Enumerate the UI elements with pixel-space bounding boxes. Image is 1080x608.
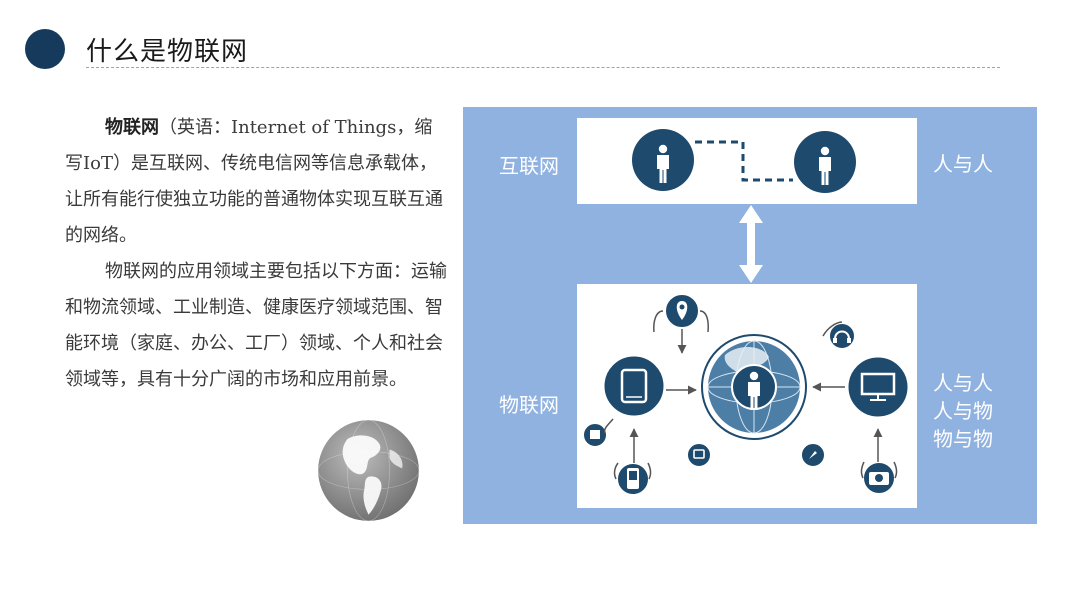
chip-icon [582,422,608,448]
cart-icon [686,442,712,468]
definition-paragraph: 物联网（英语：Internet of Things，缩写IoT）是互联网、传统电… [65,110,450,254]
central-globe-icon [701,334,807,440]
applications-paragraph: 物联网的应用领域主要包括以下方面：运输和物流领域、工业制造、健康医疗领域范围、智… [65,261,447,390]
title-bullet [25,29,65,69]
internet-label: 互联网 [499,154,559,178]
person-node-right [794,131,856,193]
title-divider [86,67,1000,68]
connection-dashed [695,140,793,182]
person-node-left [632,129,694,191]
iot-relation-2: 人与物 [933,399,993,423]
compass-icon [800,442,826,468]
location-pin-icon [664,293,700,329]
double-arrow-icon [739,205,763,283]
camera-icon [862,461,896,495]
globe-icon [317,419,420,522]
term-highlight: 物联网 [105,117,159,138]
internet-relation-label: 人与人 [933,152,993,176]
definition-text: （英语：Internet of Things，缩写IoT）是互联网、传统电信网等… [65,117,443,246]
headphones-icon [828,322,856,350]
iot-label: 物联网 [499,393,559,417]
iot-diagram [582,129,911,496]
intro-text: 物联网（英语：Internet of Things，缩写IoT）是互联网、传统电… [65,110,450,398]
iot-diagram-panel: 互联网 人与人 物联网 人与人 人与物 物与物 [463,107,1037,524]
connector-lines [603,310,898,480]
page-title: 什么是物联网 [86,37,249,67]
tablet-icon [601,353,667,419]
iot-relation-1: 人与人 [933,371,993,395]
iot-relation-3: 物与物 [933,427,993,451]
phone-icon [616,462,650,496]
monitor-icon [845,354,911,420]
